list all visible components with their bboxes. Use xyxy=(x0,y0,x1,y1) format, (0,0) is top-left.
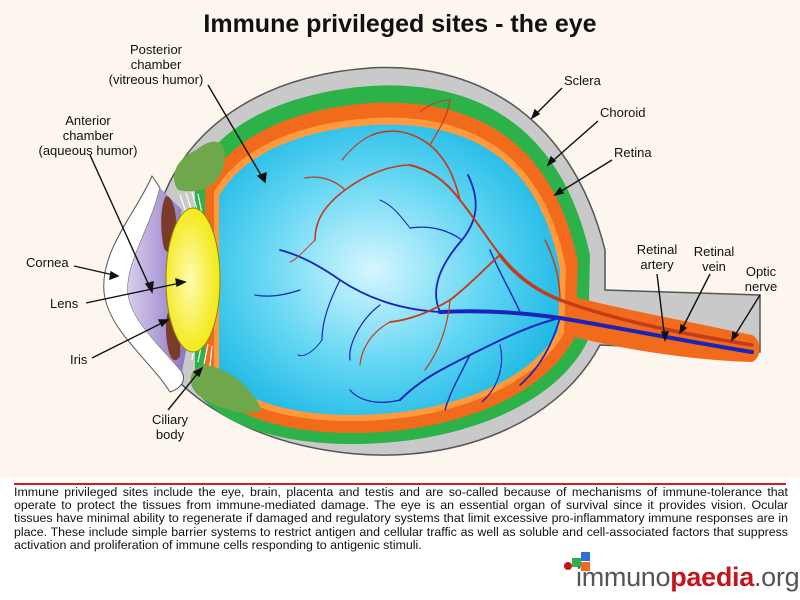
cube-logo-icon xyxy=(564,552,590,571)
label-sclera: Sclera xyxy=(564,73,601,88)
label-choroid: Choroid xyxy=(600,105,646,120)
label-iris: Iris xyxy=(70,352,88,367)
ciliary-body-bottom xyxy=(190,365,262,413)
immunopaedia-logo[interactable]: immunopaedia.org xyxy=(556,548,800,596)
lens xyxy=(165,207,221,353)
diagram-title: Immune privileged sites - the eye xyxy=(203,10,597,38)
retinal-vein xyxy=(254,174,754,411)
caption-text: Immune privileged sites include the eye,… xyxy=(14,485,788,552)
retinal-artery xyxy=(289,99,754,371)
label-lens: Lens xyxy=(50,296,79,311)
caption-divider xyxy=(14,483,786,485)
label-retina: Retina xyxy=(614,145,652,160)
leader-lines xyxy=(73,84,761,411)
label-ciliary-body: Ciliary body xyxy=(151,412,189,442)
label-retinal-artery: Retinal artery xyxy=(636,242,678,272)
label-optic-nerve: Optic nerve xyxy=(744,264,778,294)
label-retinal-vein: Retinal vein xyxy=(693,244,735,274)
label-cornea: Cornea xyxy=(26,255,69,270)
ciliary-body-top xyxy=(174,141,225,192)
label-posterior-chamber: Posterior chamber (vitreous humor) xyxy=(108,42,204,87)
eye-diagram xyxy=(73,66,761,456)
logo-text: immunopaedia.org xyxy=(576,562,800,592)
iris-bottom xyxy=(165,310,181,361)
label-anterior-chamber: Anterior chamber (aqueous humor) xyxy=(38,113,138,158)
